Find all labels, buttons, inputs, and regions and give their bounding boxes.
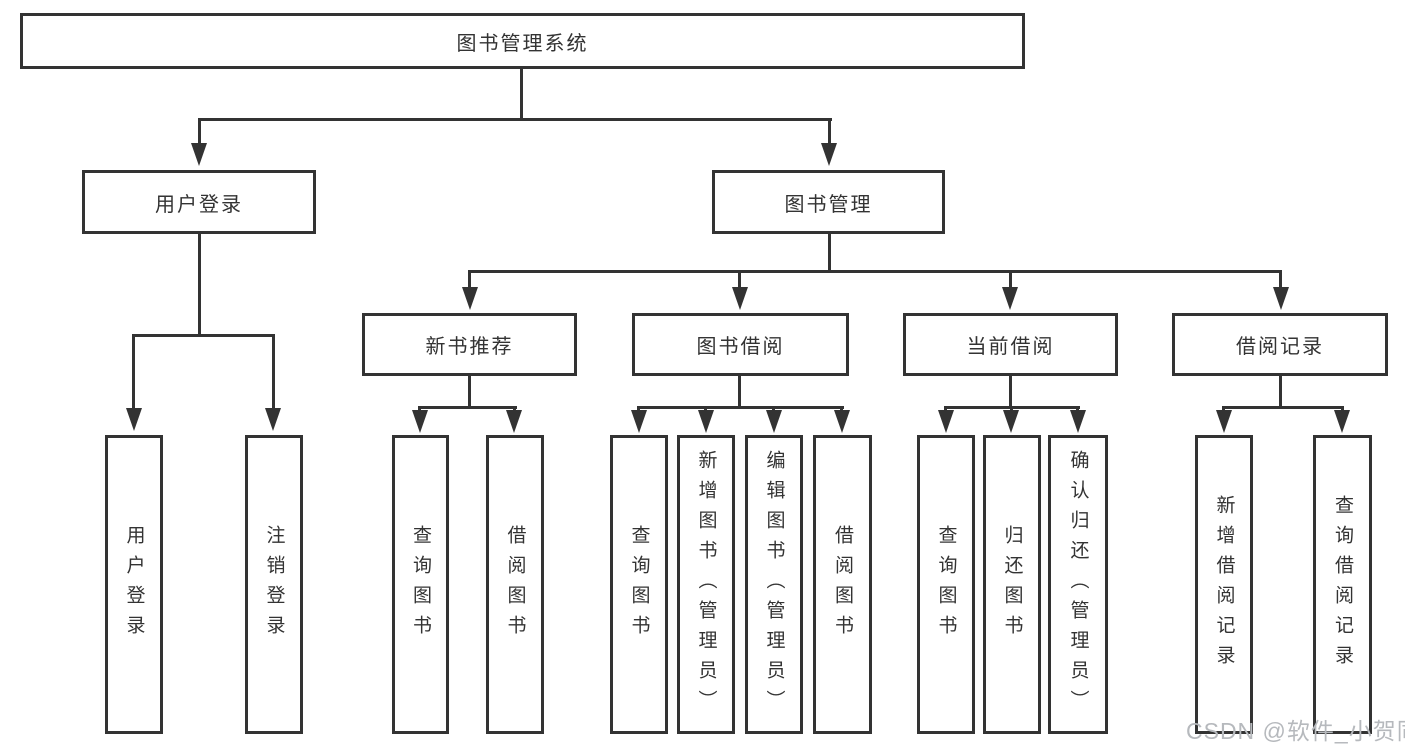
connector-login-drop-1 [132,334,135,409]
leaf-confirm-return-admin: 确认归还（管理员） [1048,435,1108,734]
arrowhead-leaf-logout [265,408,281,431]
connector-root-drop-left [198,118,201,144]
node-current-borrow: 当前借阅 [903,313,1118,376]
arrowhead-book-mgmt [821,143,837,166]
leaf-edit-book-admin: 编辑图书（管理员） [745,435,803,734]
arrowhead-edit-book-admin [766,410,782,433]
leaf-user-login: 用户登录 [105,435,163,734]
connector-records-hline [1222,406,1344,409]
arrowhead-borrow-books-2 [834,410,850,433]
leaf-query-books-3: 查询图书 [917,435,975,734]
connector-login-stem [198,234,201,337]
connector-login-hline [132,334,275,337]
connector-root-hline [198,118,832,121]
arrowhead-query-books-2 [631,410,647,433]
connector-mgmt-drop-2 [738,270,741,288]
connector-newbook-hline [418,406,517,409]
arrowhead-return-book [1003,410,1019,433]
arrowhead-leaf-user-login [126,408,142,431]
arrowhead-query-borrow-record [1334,410,1350,433]
node-borrow-records: 借阅记录 [1172,313,1388,376]
connector-mgmt-hline [468,270,1282,273]
connector-borrow-stem [738,376,741,409]
leaf-add-borrow-record: 新增借阅记录 [1195,435,1253,734]
connector-borrow-hline [637,406,844,409]
leaf-query-books-1: 查询图书 [392,435,449,734]
leaf-return-book: 归还图书 [983,435,1041,734]
connector-current-stem [1009,376,1012,409]
node-new-book-rec: 新书推荐 [362,313,577,376]
connector-root-stem [520,69,523,120]
arrowhead-query-books-3 [938,410,954,433]
node-user-login: 用户登录 [82,170,316,234]
leaf-query-borrow-record: 查询借阅记录 [1313,435,1372,734]
arrowhead-book-borrow [732,287,748,310]
connector-root-drop-right [828,118,831,144]
leaf-borrow-books-2: 借阅图书 [813,435,872,734]
connector-newbook-stem [468,376,471,409]
arrowhead-add-borrow-record [1216,410,1232,433]
connector-mgmt-drop-1 [468,270,471,288]
arrowhead-query-books-1 [412,410,428,433]
connector-records-stem [1279,376,1282,409]
arrowhead-borrow-records [1273,287,1289,310]
node-book-mgmt: 图书管理 [712,170,945,234]
arrowhead-new-book-rec [462,287,478,310]
leaf-query-books-2: 查询图书 [610,435,668,734]
arrowhead-add-book-admin [698,410,714,433]
watermark: CSDN @软件_小贺同学 [1186,718,1405,744]
arrowhead-user-login [191,143,207,166]
leaf-add-book-admin: 新增图书（管理员） [677,435,735,734]
leaf-logout: 注销登录 [245,435,303,734]
connector-login-drop-2 [272,334,275,409]
node-book-borrow: 图书借阅 [632,313,849,376]
connector-mgmt-stem [828,234,831,273]
arrowhead-confirm-return-admin [1070,410,1086,433]
leaf-borrow-books-1: 借阅图书 [486,435,544,734]
connector-mgmt-drop-3 [1009,270,1012,288]
arrowhead-borrow-books-1 [506,410,522,433]
arrowhead-current-borrow [1002,287,1018,310]
node-library-system: 图书管理系统 [20,13,1025,69]
connector-mgmt-drop-4 [1279,270,1282,288]
